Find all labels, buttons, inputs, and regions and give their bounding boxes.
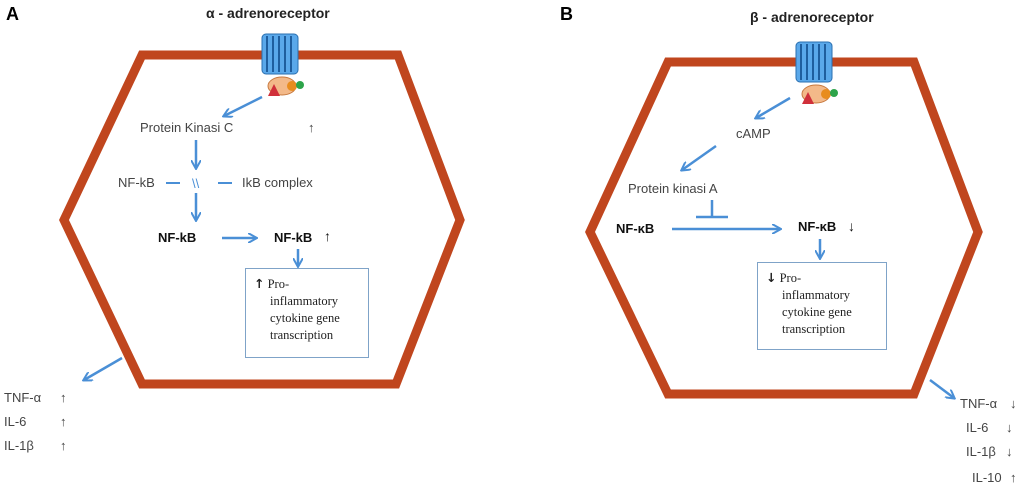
cytokine-b-2-down-icon: ↓ [1006, 444, 1013, 459]
pkc-up-arrow-icon: ↑ [308, 120, 315, 135]
box-b-line-1: Pro- [779, 271, 802, 285]
cell-membrane-b [585, 57, 983, 399]
cytokine-a-1-up-icon: ↑ [60, 414, 67, 429]
box-b-line-4: transcription [782, 322, 846, 336]
nfkb-decrease-label: NF-κB [798, 219, 836, 234]
transcription-box-b: ↓ Pro- inflammatory cytokine gene transc… [757, 262, 887, 350]
arrow-receptor-to-pkc [224, 95, 263, 116]
arrow-camp-to-pka [682, 144, 717, 170]
dissociation-mark: \\ [192, 176, 200, 191]
cytokine-a-0: TNF-α [4, 390, 42, 405]
cytokine-a-2: IL-1β [4, 438, 34, 453]
beta-receptor-icon [795, 41, 838, 104]
nfkb-free-label: NF-kB [158, 230, 196, 245]
box-a-line-2: inflammatory [270, 294, 339, 308]
transcription-box-a: ↑ Pro- inflammatory cytokine gene transc… [245, 268, 369, 358]
box-a-line-1: Pro- [267, 277, 290, 291]
cytokine-b-3-up-icon: ↑ [1010, 470, 1017, 485]
box-b-down-arrow-icon: ↓ [766, 270, 777, 285]
cytokine-b-1-down-icon: ↓ [1006, 420, 1013, 435]
nfkb-increase-label: NF-kB [274, 230, 312, 245]
cytokine-b-3: IL-10 [972, 470, 1002, 485]
box-a-line-4: transcription [270, 328, 334, 342]
cytokine-a-2-up-icon: ↑ [60, 438, 67, 453]
protein-kinase-c-label: Protein Kinasi C [140, 120, 233, 135]
box-b-line-2: inflammatory [782, 288, 851, 302]
panel-b-title: β - adrenoreceptor [750, 9, 874, 25]
box-b-line-3: cytokine gene [782, 305, 852, 319]
nfkb-bound-label: NF-kB [118, 175, 155, 190]
panel-a-letter: A [6, 4, 19, 24]
cytokine-b-1: IL-6 [966, 420, 988, 435]
ikb-complex-label: IkB complex [242, 175, 313, 190]
nfkb-b-left-label: NF-κB [616, 221, 654, 236]
cytokine-a-0-up-icon: ↑ [60, 390, 67, 405]
cytokine-a-1: IL-6 [4, 414, 26, 429]
box-a-up-arrow-icon: ↑ [254, 276, 265, 291]
panel-b-letter: B [560, 4, 573, 24]
cell-membrane-a [59, 50, 465, 389]
cytokine-b-0: TNF-α [960, 396, 998, 411]
panel-a-title: α - adrenoreceptor [206, 5, 330, 21]
arrow-cytokines-out-b [929, 379, 954, 398]
nfkb-up-arrow-icon: ↑ [324, 228, 331, 244]
arrow-receptor-to-camp [756, 96, 791, 118]
arrow-cytokines-out-a [84, 356, 123, 380]
camp-label: cAMP [736, 126, 771, 141]
nfkb-down-arrow-icon: ↓ [848, 218, 855, 234]
protein-kinase-a-label: Protein kinasi A [628, 181, 718, 196]
alpha-receptor-icon [261, 33, 304, 96]
box-a-line-3: cytokine gene [270, 311, 340, 325]
cytokine-b-2: IL-1β [966, 444, 996, 459]
cytokine-b-0-down-icon: ↓ [1010, 396, 1017, 411]
